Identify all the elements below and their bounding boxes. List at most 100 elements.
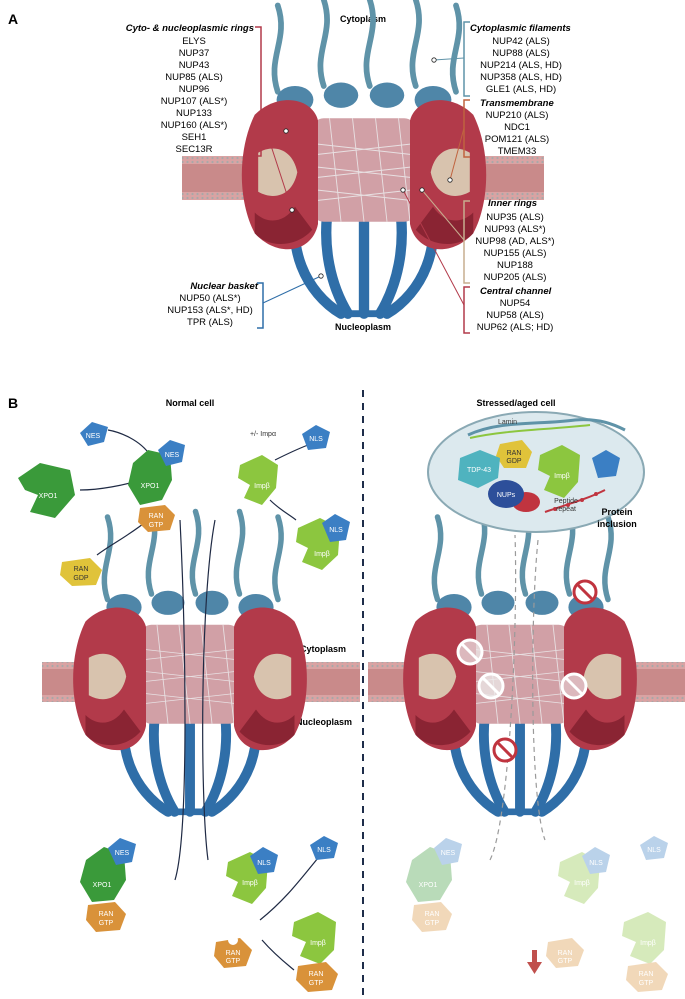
rings-list: ELYS NUP37 NUP43 NUP85 (ALS) NUP96 NUP10…: [161, 36, 228, 155]
basket-bracket: [257, 282, 264, 329]
svg-text:GTP: GTP: [226, 958, 241, 965]
nls-free-faded: NLS: [640, 836, 668, 860]
xpo1-nes-ran-complex: NES XPO1 RAN GTP: [128, 440, 185, 532]
rings-title: Cyto- & nucleoplasmic rings: [126, 23, 254, 34]
svg-text:NLS: NLS: [317, 847, 331, 854]
rings-bracket: [255, 26, 262, 157]
impa-label: +/- Impα: [250, 431, 276, 438]
svg-text:RAN: RAN: [558, 950, 573, 957]
prohibited-icon: [492, 737, 518, 763]
panel-b-letter: B: [8, 395, 18, 411]
svg-text:NES: NES: [86, 433, 101, 440]
impb-nls-complex-top: NLS Impβ: [296, 514, 350, 570]
faded-nuclear-complexes: NES XPO1 RAN GTP NLS Impβ NLS RAN GTP Im…: [406, 836, 668, 992]
nes-inclusion: [592, 450, 620, 478]
list-item: NUP155 (ALS): [484, 248, 547, 259]
central-pointer-dot: [400, 187, 406, 193]
xpo1-nes-ran-complex-nuclear: NES XPO1 RAN GTP: [80, 838, 136, 932]
list-item: NUP107 (ALS*): [161, 96, 228, 107]
npc-a: [242, 0, 486, 314]
central-list: NUP54 NUP58 (ALS) NUP62 (ALS; HD): [477, 298, 554, 333]
svg-text:NES: NES: [165, 452, 180, 459]
transport-arrows-stressed: [489, 534, 546, 861]
tdp43-inclusion: TDP-43: [458, 450, 500, 488]
impb-nls-complex-faded: NLS Impβ: [558, 847, 610, 904]
list-item: NDC1: [504, 122, 530, 133]
nls-free-top: NLS: [302, 425, 330, 450]
list-item: NUP98 (AD, ALS*): [475, 236, 554, 247]
arrow-down-icon: [527, 950, 542, 974]
svg-text:RAN: RAN: [99, 911, 114, 918]
filaments-pointer-dot: [431, 57, 437, 63]
svg-text:RAN: RAN: [425, 911, 440, 918]
nls-release-arrow: [259, 857, 319, 921]
rings-pointer-dot: [289, 207, 295, 213]
lamin-fiber: [467, 418, 626, 437]
svg-text:Peptide: Peptide: [554, 498, 578, 505]
svg-text:NES: NES: [115, 850, 130, 857]
transmembrane-list: NUP210 (ALS) NDC1 POM121 (ALS) TMEM33: [485, 110, 549, 157]
svg-text:NLS: NLS: [257, 860, 271, 867]
normal-cell-title: Normal cell: [166, 398, 215, 408]
inner-list: NUP35 (ALS) NUP93 (ALS*) NUP98 (AD, ALS*…: [475, 212, 554, 283]
ran-gdp-free: RAN GDP: [60, 558, 102, 586]
list-item: NUP205 (ALS): [484, 272, 547, 283]
list-item: ELYS: [182, 36, 206, 47]
ran-bind-arrow: [261, 939, 295, 971]
svg-text:RAN: RAN: [309, 971, 324, 978]
inner-title: Inner rings: [488, 198, 537, 209]
basket-title: Nuclear basket: [190, 281, 258, 292]
svg-text:RAN: RAN: [226, 950, 241, 957]
transmembrane-title: Transmembrane: [480, 98, 554, 109]
nls-bind-arrow: [274, 444, 309, 461]
list-item: NUP88 (ALS): [492, 48, 550, 59]
list-item: TPR (ALS): [187, 317, 233, 328]
list-item: POM121 (ALS): [485, 134, 549, 145]
svg-text:RAN: RAN: [507, 450, 522, 457]
ran-gtp-free-faded: RAN GTP: [546, 938, 584, 968]
impb-free-top: Impβ: [238, 455, 278, 505]
export-arrow: [174, 519, 186, 881]
rings-pointer-dot: [283, 128, 289, 134]
cytoplasm-label-a: Cytoplasm: [340, 14, 386, 24]
prohibited-icon: [456, 638, 484, 666]
list-item: NUP35 (ALS): [486, 212, 544, 223]
export-arrow-impaired: [489, 534, 517, 861]
svg-text:Impβ: Impβ: [554, 473, 570, 480]
import-arrow: [202, 519, 216, 861]
svg-text:XPO1: XPO1: [39, 493, 58, 500]
svg-text:Impβ: Impβ: [254, 483, 270, 490]
transmembrane-leader: [449, 127, 465, 181]
svg-text:XPO1: XPO1: [141, 483, 160, 490]
list-item: SEC13R: [176, 144, 213, 155]
impb-ran-complex-nuclear: Impβ RAN GTP: [292, 912, 338, 992]
list-item: NUP85 (ALS): [165, 72, 223, 83]
svg-text:Impβ: Impβ: [574, 880, 590, 887]
prohibited-icon: [477, 672, 505, 700]
svg-text:GTP: GTP: [99, 920, 114, 927]
impb-inclusion: Impβ: [538, 445, 580, 498]
nucleoplasm-label-a: Nucleoplasm: [335, 322, 391, 332]
rings-leader: [260, 114, 293, 211]
inner-pointer-dot: [419, 187, 425, 193]
inner-bracket: [463, 200, 470, 284]
xpo1-nes-ran-complex-faded: NES XPO1 RAN GTP: [406, 838, 462, 932]
filaments-title: Cytoplasmic filaments: [470, 23, 571, 34]
filaments-leader: [433, 57, 465, 61]
list-item: NUP214 (ALS, HD): [480, 60, 562, 71]
import-arrow-impaired: [532, 539, 546, 841]
list-item: NUP42 (ALS): [492, 36, 550, 47]
central-title: Central channel: [480, 286, 552, 297]
cytoplasm-label-b: Cytoplasm: [300, 644, 346, 654]
list-item: NUP188: [497, 260, 533, 271]
nucleoplasm-label-b: Nucleoplasm: [296, 717, 352, 727]
ran-release-arrow: [96, 519, 149, 556]
svg-text:GDP: GDP: [506, 458, 522, 465]
impb-bind-arrow: [269, 499, 297, 521]
svg-text:repeat: repeat: [556, 506, 576, 513]
list-item: NUP54: [500, 298, 531, 309]
basket-leader: [262, 275, 322, 304]
transmembrane-pointer-dot: [447, 177, 453, 183]
svg-text:GTP: GTP: [639, 980, 654, 987]
